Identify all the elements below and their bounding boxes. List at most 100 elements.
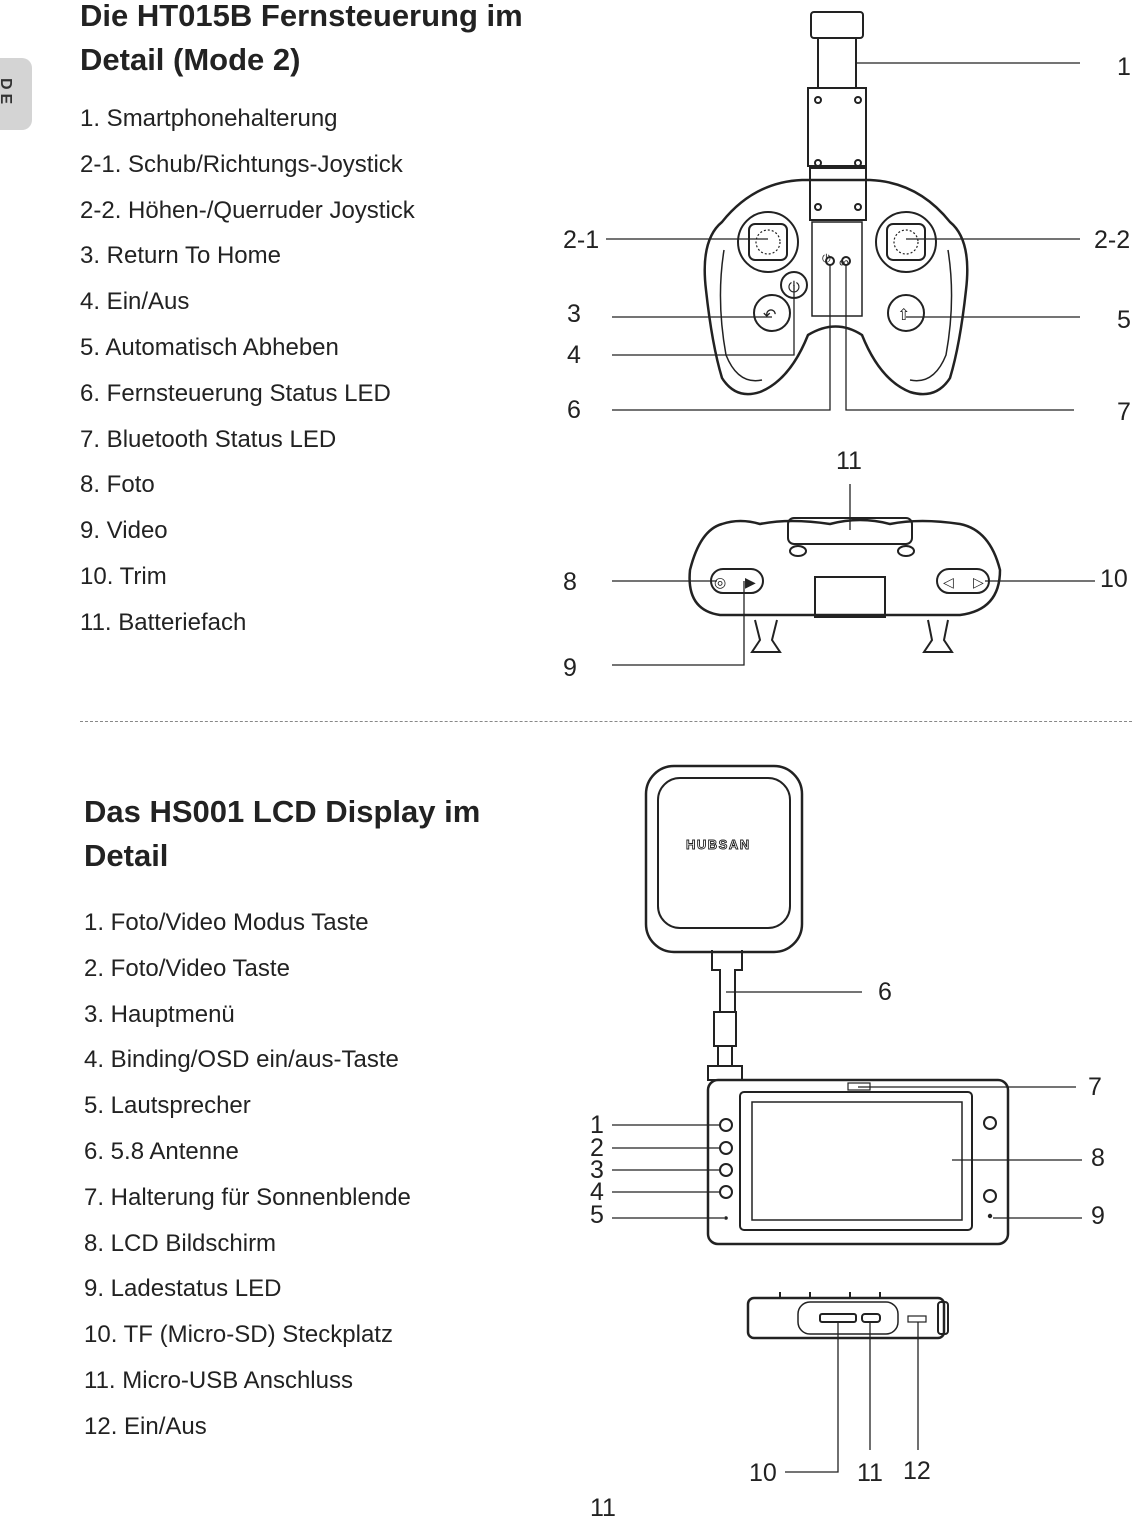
list-item: 4. Binding/OSD ein/aus-Taste bbox=[84, 1046, 399, 1074]
antenna-panel-inner bbox=[657, 777, 791, 929]
language-tab: DE bbox=[0, 58, 32, 130]
callout-2-1: 2-1 bbox=[563, 226, 599, 254]
callout-5: 5 bbox=[1117, 306, 1131, 334]
list-item: 6. Fernsteuerung Status LED bbox=[80, 379, 391, 407]
lcd-callout-12: 12 bbox=[903, 1457, 931, 1485]
list-item: 3. Hauptmenü bbox=[84, 1000, 235, 1028]
callout-3: 3 bbox=[567, 300, 581, 328]
lcd-callout-4: 4 bbox=[590, 1178, 604, 1206]
remote-led-icon: ⏻ bbox=[822, 253, 831, 265]
callout-1: 1 bbox=[1117, 53, 1131, 81]
section-divider bbox=[80, 721, 1132, 722]
lcd-side-leader-lines bbox=[785, 1322, 919, 1473]
callout-7: 7 bbox=[1117, 398, 1131, 426]
antenna-panel-outer bbox=[644, 764, 804, 954]
bluetooth-link-icon: ∞ bbox=[839, 254, 849, 270]
speaker-dot bbox=[724, 1216, 728, 1220]
callout-4: 4 bbox=[567, 341, 581, 369]
callout-11: 11 bbox=[836, 447, 862, 475]
camera-icon: ◎ bbox=[714, 574, 726, 590]
lcd-housing bbox=[706, 1078, 1010, 1246]
phone-holder-base bbox=[807, 87, 867, 167]
list-item: 8. Foto bbox=[80, 471, 155, 499]
video-icon: ▶ bbox=[745, 574, 756, 590]
page-number: 11 bbox=[590, 1494, 616, 1522]
antenna-connector bbox=[713, 1011, 737, 1047]
list-item: 11. Micro-USB Anschluss bbox=[84, 1366, 353, 1394]
list-item: 3. Return To Home bbox=[80, 242, 281, 270]
left-joystick-ring bbox=[737, 211, 799, 273]
photo-video-button bbox=[719, 1141, 733, 1155]
phone-holder-arm bbox=[817, 37, 857, 89]
lcd-callout-9: 9 bbox=[1091, 1202, 1105, 1230]
remote-top-body bbox=[688, 518, 1002, 617]
list-item: 10. TF (Micro-SD) Steckplatz bbox=[84, 1321, 393, 1349]
return-home-icon: ↶ bbox=[763, 307, 776, 324]
remote-front-leader-lines bbox=[606, 62, 1080, 411]
list-item: 5. Lautsprecher bbox=[84, 1092, 251, 1120]
remote-parts-list: 1. Smartphonehalterung 2-1. Schub/Richtu… bbox=[80, 104, 415, 654]
remote-front-illustration bbox=[703, 11, 969, 396]
lcd-callout-10: 10 bbox=[749, 1459, 777, 1487]
antenna-brand-logo: HUBSAN bbox=[686, 837, 751, 852]
list-item: 5. Automatisch Abheben bbox=[80, 333, 339, 361]
charge-led-dot bbox=[987, 1213, 993, 1219]
left-joystick-stick bbox=[748, 223, 788, 261]
lcd-screen bbox=[751, 1101, 963, 1221]
power-switch bbox=[907, 1315, 927, 1323]
list-item: 11. Batteriefach bbox=[80, 608, 247, 636]
lcd-callout-11: 11 bbox=[857, 1459, 883, 1487]
list-item: 12. Ein/Aus bbox=[84, 1412, 207, 1440]
list-item: 4. Ein/Aus bbox=[80, 288, 190, 316]
list-item: 8. LCD Bildschirm bbox=[84, 1229, 277, 1257]
section-title-remote: Die HT015B Fernsteuerung im Detail (Mode… bbox=[80, 0, 523, 77]
lcd-callout-2: 2 bbox=[590, 1134, 604, 1162]
list-item: 9. Ladestatus LED bbox=[84, 1275, 282, 1303]
plus-button bbox=[983, 1116, 997, 1130]
antenna-stem bbox=[711, 950, 743, 1013]
left-stick-tip bbox=[750, 619, 782, 653]
list-item: 2-2. Höhen-/Querruder Joystick bbox=[80, 196, 415, 224]
trim-left-icon: ◁ bbox=[943, 574, 954, 590]
lcd-side-body bbox=[746, 1296, 946, 1340]
phone-holder-clamp bbox=[810, 11, 864, 39]
minus-button bbox=[983, 1189, 997, 1203]
main-menu-button bbox=[719, 1163, 733, 1177]
list-item: 1. Foto/Video Modus Taste bbox=[84, 909, 369, 936]
lcd-callout-3: 3 bbox=[590, 1156, 604, 1184]
lcd-front-illustration bbox=[644, 764, 1010, 1246]
remote-body bbox=[703, 178, 969, 396]
list-item: 2. Foto/Video Taste bbox=[84, 954, 290, 982]
takeoff-icon: ⇧ bbox=[897, 307, 910, 324]
right-joystick-ring bbox=[875, 211, 937, 273]
trim-right-icon: ▷ bbox=[973, 574, 984, 590]
remote-top-leader-lines bbox=[612, 484, 1095, 666]
section-title-display: Das HS001 LCD Display im Detail bbox=[84, 794, 481, 873]
list-item: 2-1. Schub/Richtungs-Joystick bbox=[80, 150, 403, 178]
callout-9: 9 bbox=[563, 654, 577, 682]
list-item: 7. Bluetooth Status LED bbox=[80, 425, 337, 453]
micro-usb-port bbox=[861, 1313, 881, 1323]
callout-10: 10 bbox=[1100, 565, 1128, 593]
phone-holder-base-top bbox=[814, 576, 886, 618]
display-parts-list: 1. Foto/Video Modus Taste 2. Foto/Video … bbox=[84, 908, 411, 1458]
callout-6: 6 bbox=[567, 396, 581, 424]
list-item: 7. Halterung für Sonnenblende bbox=[84, 1183, 411, 1211]
list-item: 10. Trim bbox=[80, 562, 167, 590]
return-home-button bbox=[753, 294, 791, 332]
phone-holder-mount bbox=[809, 167, 867, 221]
lcd-callout-7: 7 bbox=[1088, 1073, 1102, 1101]
list-item: 6. 5.8 Antenne bbox=[84, 1137, 239, 1165]
photo-video-mode-button bbox=[719, 1118, 733, 1132]
language-tab-label: DE bbox=[0, 78, 14, 109]
binding-osd-button bbox=[719, 1185, 733, 1199]
right-stick-tip bbox=[922, 619, 954, 653]
lcd-bezel bbox=[739, 1091, 973, 1231]
lcd-front-leader-lines bbox=[612, 991, 1082, 1219]
callout-8: 8 bbox=[563, 568, 577, 596]
right-joystick-stick bbox=[886, 223, 926, 261]
callout-2-2: 2-2 bbox=[1094, 226, 1130, 254]
lcd-callout-5: 5 bbox=[590, 1201, 604, 1229]
list-item: 9. Video bbox=[80, 517, 168, 545]
